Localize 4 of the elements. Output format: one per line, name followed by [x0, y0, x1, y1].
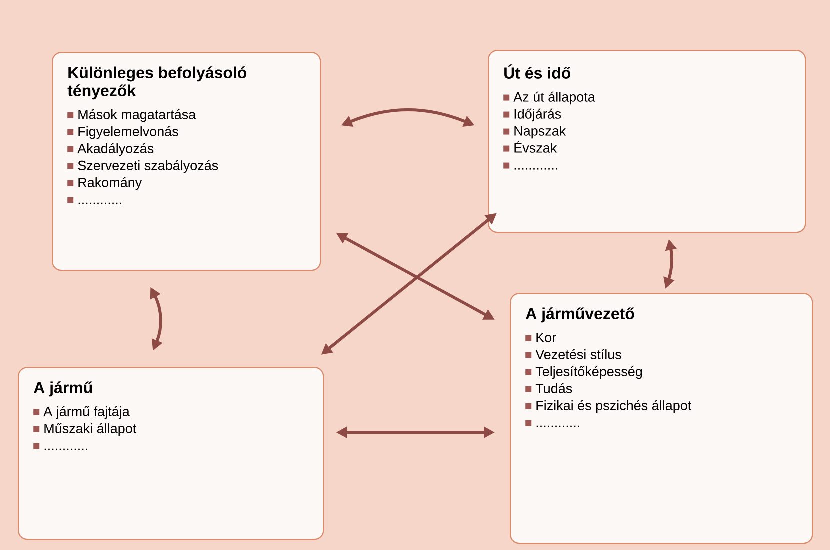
- text-box: Út és idő Az út állapota Időjárás Napszak Évszak ............: [488, 50, 806, 234]
- text-box: Különleges befolyásoló tényezők Mások magatartása Figyelemelvonás Akadályozás Szervezeti szabályozás Rakomány ............: [52, 52, 322, 272]
- text-box: A járművezető Kor Vezetési stílus Teljesítőképesség Tudás Fizikai és pszichés állapot ............: [510, 293, 814, 544]
- text-box: A jármű A jármű fajtája Műszaki állapot ............: [18, 367, 324, 540]
